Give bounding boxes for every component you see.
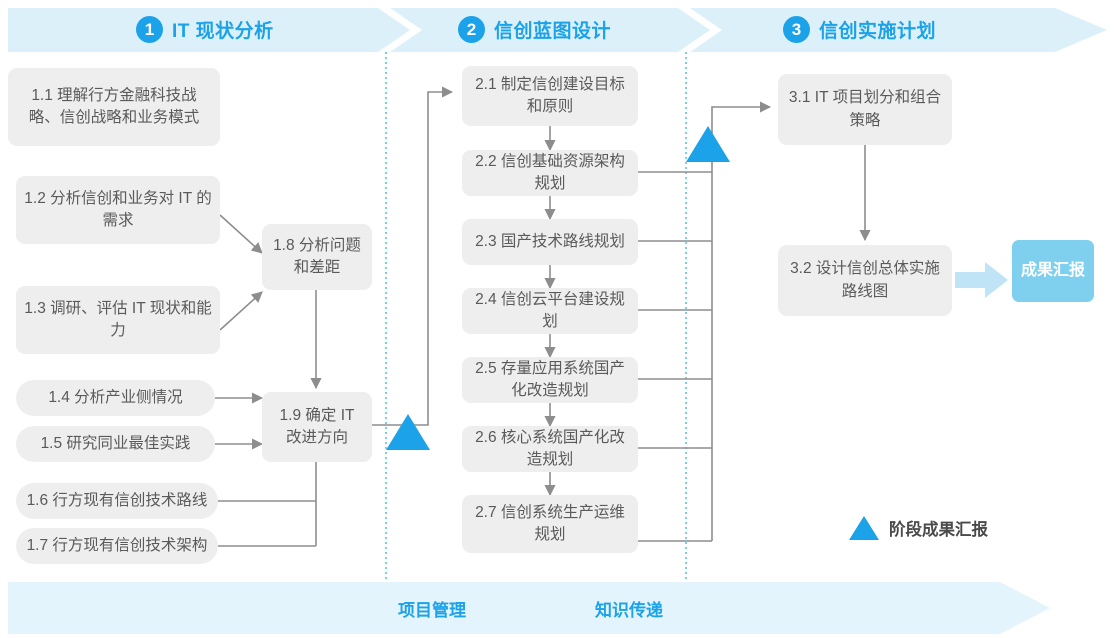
task-box-2-5[interactable]: 2.5 存量应用系统国产化改造规划	[462, 357, 638, 403]
task-box-2-2[interactable]: 2.2 信创基础资源架构规划	[462, 150, 638, 196]
task-box-1-3[interactable]: 1.3 调研、评估 IT 现状和能力	[16, 286, 220, 354]
task-box-1-6[interactable]: 1.6 行方现有信创技术路线	[16, 483, 218, 519]
edge-1-9-to-2-1	[372, 86, 454, 426]
arrow-to-result	[955, 262, 1008, 298]
edge-1-2-to-1-8	[219, 214, 263, 254]
result-report-box[interactable]: 成果汇报	[1012, 240, 1094, 302]
task-box-3-2[interactable]: 3.2 设计信创总体实施路线图	[778, 245, 952, 316]
task-box-1-2[interactable]: 1.2 分析信创和业务对 IT 的需求	[16, 176, 220, 244]
task-box-1-8[interactable]: 1.8 分析问题和差距	[262, 224, 372, 290]
milestone-triangle-stage1	[386, 414, 430, 450]
stage-title-1: IT 现状分析	[172, 21, 274, 42]
stage-header-2: 2 信创蓝图设计	[458, 16, 611, 43]
footer-band	[8, 582, 1050, 634]
edge-1-3-to-1-8	[219, 291, 263, 331]
legend-label: 阶段成果汇报	[889, 521, 988, 539]
task-box-1-1[interactable]: 1.1 理解行方金融科技战略、信创战略和业务模式	[8, 68, 220, 146]
task-box-2-3[interactable]: 2.3 国产技术路线规划	[462, 219, 638, 265]
stage-header-3: 3 信创实施计划	[783, 16, 936, 43]
milestone-triangle-icon	[849, 516, 879, 540]
task-box-2-4[interactable]: 2.4 信创云平台建设规划	[462, 288, 638, 334]
task-box-2-6[interactable]: 2.6 核心系统国产化改造规划	[462, 426, 638, 472]
stage-title-2: 信创蓝图设计	[494, 21, 612, 42]
legend: 阶段成果汇报	[849, 516, 988, 540]
footer-item-knowledge-transfer: 知识传递	[595, 601, 663, 620]
edge-bus-to-3-1	[711, 101, 772, 138]
task-box-3-1[interactable]: 3.1 IT 项目划分和组合策略	[778, 74, 952, 145]
footer-item-project-management: 项目管理	[398, 601, 466, 620]
stage-number-1: 1	[136, 16, 163, 43]
task-box-2-1[interactable]: 2.1 制定信创建设目标和原则	[462, 66, 638, 126]
task-box-1-9[interactable]: 1.9 确定 IT 改进方向	[262, 392, 372, 462]
stage-title-3: 信创实施计划	[819, 21, 937, 42]
task-box-1-5[interactable]: 1.5 研究同业最佳实践	[16, 426, 215, 462]
stage-header-1: 1 IT 现状分析	[136, 16, 274, 43]
task-box-1-4[interactable]: 1.4 分析产业侧情况	[16, 380, 215, 416]
task-box-1-7[interactable]: 1.7 行方现有信创技术架构	[16, 528, 218, 564]
stage-number-2: 2	[458, 16, 485, 43]
milestone-triangle-stage2	[686, 126, 730, 162]
stage-number-3: 3	[783, 16, 810, 43]
task-box-2-7[interactable]: 2.7 信创系统生产运维规划	[462, 495, 638, 553]
